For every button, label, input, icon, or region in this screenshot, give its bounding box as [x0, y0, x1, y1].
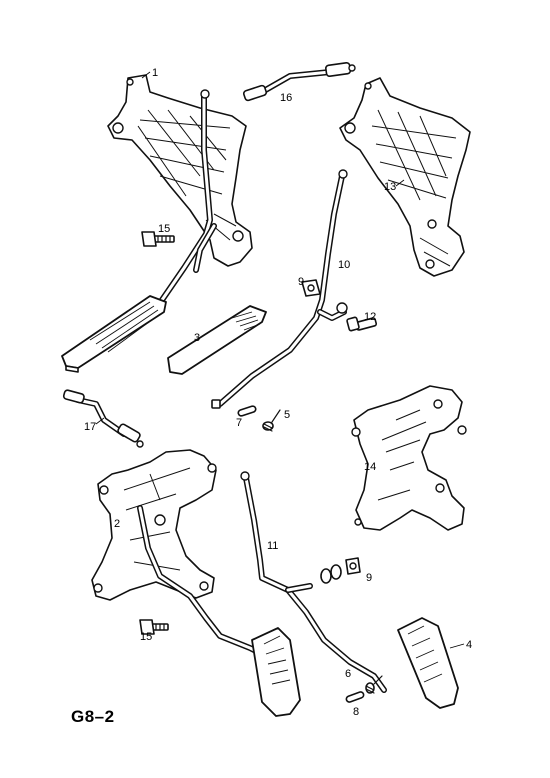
part-4-pedal-pad — [397, 617, 459, 709]
callouts: 1 16 13 15 10 9 12 3 5 7 17 14 2 11 9 15… — [84, 67, 472, 718]
part-14-bracket — [351, 385, 467, 531]
part-8-pin — [345, 691, 365, 703]
part-10-pedal-lever — [211, 169, 348, 409]
part-15-bolt-upper — [141, 231, 175, 247]
part-3-pedal-pad — [167, 305, 267, 375]
callout-15-upper: 15 — [158, 223, 170, 235]
lower-left-pedal-pad — [251, 627, 301, 717]
part-5-spring — [262, 409, 281, 432]
part-1-pedal-pad — [61, 295, 167, 373]
part-17-cable — [62, 389, 144, 448]
callout-14: 14 — [364, 461, 376, 473]
part-6-spring — [365, 675, 383, 694]
figure-code-label: G8–2 — [71, 707, 115, 726]
lower-left-pedal-lever — [137, 505, 265, 657]
part-15-bolt-lower — [139, 619, 169, 635]
callout-17: 17 — [84, 421, 96, 433]
callout-6: 6 — [345, 668, 351, 680]
callout-16: 16 — [280, 92, 292, 104]
part-1-pedal-lever — [159, 89, 217, 303]
part-9-washers-lower — [320, 557, 361, 584]
callout-4: 4 — [466, 639, 472, 651]
part-11-pedal-lever — [240, 471, 387, 693]
callout-15-lower: 15 — [140, 631, 152, 643]
callout-12: 12 — [364, 311, 376, 323]
callout-9-upper: 9 — [298, 276, 304, 288]
callout-8: 8 — [353, 706, 359, 718]
part-13-bracket — [339, 77, 471, 277]
callout-10: 10 — [338, 259, 350, 271]
callout-2: 2 — [114, 518, 120, 530]
callout-7: 7 — [236, 417, 242, 429]
part-9-clip-upper — [301, 279, 321, 297]
callout-1: 1 — [152, 67, 158, 79]
part-7-pin — [237, 405, 257, 417]
callout-3: 3 — [194, 332, 200, 344]
callout-5: 5 — [284, 409, 290, 421]
part-16-cable — [242, 61, 356, 102]
part-12-bolt — [346, 316, 378, 332]
part-1-pedal-bracket — [107, 74, 253, 267]
callout-9-lower: 9 — [366, 572, 372, 584]
part-2-bracket — [91, 449, 217, 601]
callout-11: 11 — [267, 540, 278, 552]
callout-13: 13 — [384, 181, 396, 193]
